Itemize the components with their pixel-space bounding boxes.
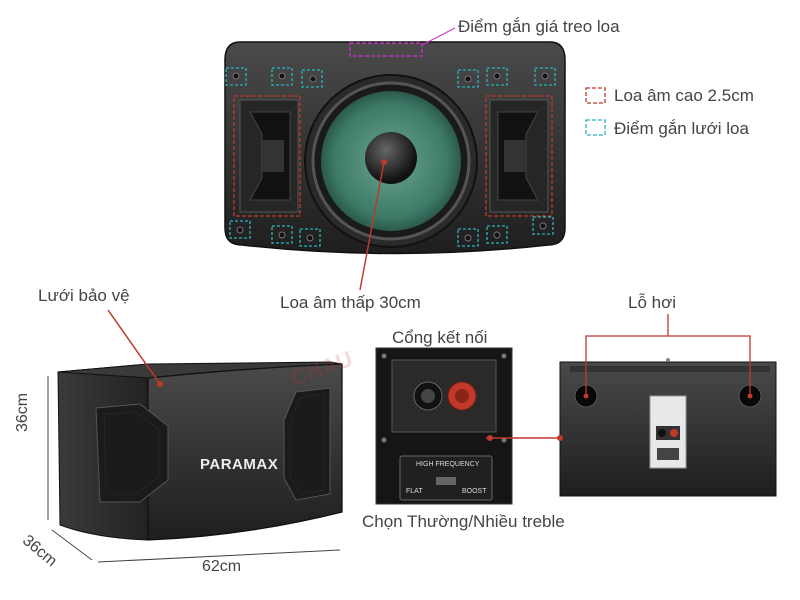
label-tweeter: Loa âm cao 2.5cm: [614, 86, 754, 105]
label-port: Lỗ hơi: [628, 293, 677, 312]
label-woofer: Loa âm thấp 30cm: [280, 293, 421, 312]
tweeter-left: [239, 99, 299, 213]
label-grille-points: Điểm gắn lưới loa: [614, 119, 749, 138]
brand-logo: PARAMAX: [200, 456, 279, 473]
label-width: 62cm: [202, 558, 242, 575]
back-view: [557, 314, 777, 497]
legend-grille-swatch: [585, 119, 606, 136]
tweeter-marker-right: [485, 95, 553, 217]
connector-closeup: [375, 347, 560, 505]
woofer-callout-line: [359, 161, 385, 291]
woofer-callout-dot: [381, 159, 387, 165]
label-grille: Lưới bảo vệ: [38, 286, 130, 305]
label-connector: Cổng kết nối: [392, 328, 488, 347]
grille-point-markers: [225, 67, 556, 247]
switch-title: HIGH FREQUENCY: [416, 461, 480, 468]
label-height: 36cm: [14, 392, 31, 432]
width-dimension-line: [97, 549, 341, 563]
label-treble-switch: Chọn Thường/Nhiều treble: [362, 512, 565, 531]
switch-flat: FLAT: [406, 488, 423, 495]
tweeter-right: [489, 99, 549, 213]
perspective-view: [47, 309, 343, 563]
label-mount-points: Điểm gắn giá treo loa: [458, 17, 620, 36]
mount-point-marker: [349, 42, 423, 57]
legend-tweeter-swatch: [585, 87, 606, 104]
grille-callout-line: [107, 309, 161, 385]
depth-dimension-line: [51, 529, 93, 561]
switch-boost: BOOST: [462, 488, 487, 495]
grille-callout-dot: [157, 381, 163, 387]
grille-right: [283, 387, 331, 501]
front-view: [224, 27, 566, 291]
mount-callout-line: [421, 27, 456, 46]
front-screws: [232, 72, 549, 242]
tweeter-marker-left: [233, 95, 301, 217]
woofer: [304, 74, 478, 248]
grille-left: [95, 403, 169, 503]
